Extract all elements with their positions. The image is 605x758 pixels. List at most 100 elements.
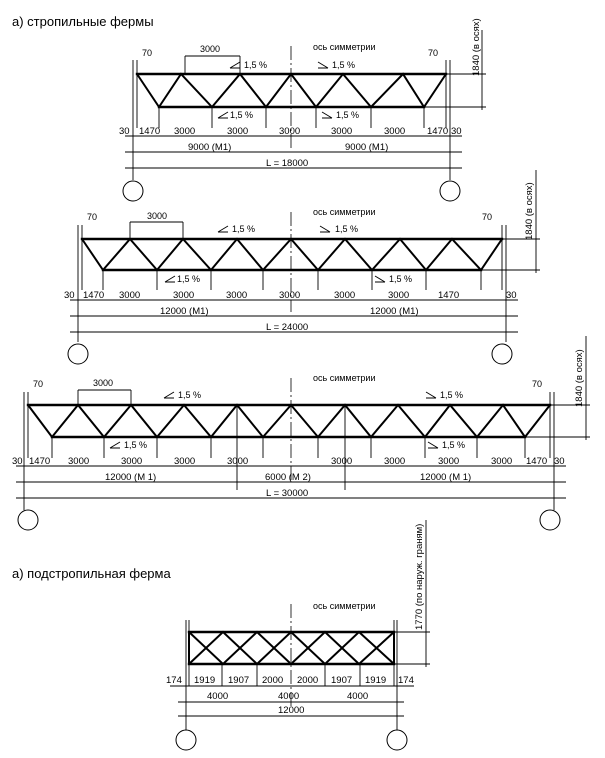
slope-top-right: 1,5 % — [440, 390, 463, 400]
panel-dim: 3000 — [384, 126, 405, 137]
panel-dim: 3000 — [174, 456, 195, 467]
panel-top-label: 3000 — [200, 44, 220, 54]
edge-right: 70 — [428, 48, 438, 58]
symmetry-axis-label: ось симметрии — [313, 42, 376, 52]
panel-top-label: 3000 — [93, 378, 113, 388]
sub-rafter-truss-title: а) подстропильная ферма — [12, 566, 171, 581]
half-dim-right: 12000 (М1) — [370, 306, 419, 317]
panel-dim: 3000 — [384, 456, 405, 467]
panel-dim: 1470 — [29, 456, 50, 467]
half-dim-left: 9000 (М1) — [188, 142, 231, 153]
symmetry-axis-label: ось симметрии — [313, 373, 376, 383]
slope-bottom-left: 1,5 % — [124, 440, 147, 450]
symmetry-axis-label: ось симметрии — [313, 601, 376, 611]
end-gap-right: 30 — [451, 126, 462, 137]
support-left — [122, 180, 144, 202]
half-dim-right: 9000 (М1) — [345, 142, 388, 153]
slope-bottom-left: 1,5 % — [177, 274, 200, 284]
slope-bottom-left: 1,5 % — [230, 110, 253, 120]
panel-dim: 2000 — [262, 675, 283, 686]
panel-dim: 174 — [166, 675, 182, 686]
panel-dim: 1907 — [228, 675, 249, 686]
panel-dim: 3000 — [279, 290, 300, 301]
end-gap-right: 30 — [554, 456, 565, 467]
third-dim-middle: 6000 (М 2) — [265, 472, 311, 483]
support-right — [539, 509, 561, 531]
panel-dim: 1470 — [139, 126, 160, 137]
panel-dim: 1919 — [194, 675, 215, 686]
support-right — [386, 729, 408, 751]
panel-dim: 174 — [398, 675, 414, 686]
slope-top-left: 1,5 % — [244, 60, 267, 70]
slope-top-right: 1,5 % — [332, 60, 355, 70]
height-label: 1840 (в осях) — [574, 349, 585, 407]
third-dim-right: 12000 (М 1) — [420, 472, 471, 483]
support-left — [67, 343, 89, 365]
support-right — [491, 343, 513, 365]
slope-bottom-right: 1,5 % — [389, 274, 412, 284]
span-dim: L = 18000 — [266, 158, 308, 169]
support-left — [17, 509, 39, 531]
panel-dim: 2000 — [297, 675, 318, 686]
slope-top-right: 1,5 % — [335, 224, 358, 234]
span-dim: L = 30000 — [266, 488, 308, 499]
panel-dim: 3000 — [174, 126, 195, 137]
end-gap-left: 30 — [12, 456, 23, 467]
slope-bottom-right: 1,5 % — [442, 440, 465, 450]
rafter-trusses-title: а) стропильные фермы — [12, 14, 154, 29]
slope-top-left: 1,5 % — [232, 224, 255, 234]
panel-dim: 3000 — [491, 456, 512, 467]
truss-sub-12m: 1770 (по наруж. граням) ось симметрии 17… — [166, 520, 430, 751]
web-members-cross — [188, 630, 395, 666]
panel-dim: 3000 — [331, 126, 352, 137]
half-dim-left: 12000 (М1) — [160, 306, 209, 317]
edge-right: 70 — [482, 212, 492, 222]
symmetry-axis-label: ось симметрии — [313, 207, 376, 217]
edge-left: 70 — [142, 48, 152, 58]
truss-18m: 1840 (в осях) 3000 70 70 ось симметрии 1… — [119, 18, 486, 202]
panel-dim: 3000 — [226, 290, 247, 301]
panel-dim: 1907 — [331, 675, 352, 686]
panel-dim: 1470 — [438, 290, 459, 301]
panel-dim: 3000 — [121, 456, 142, 467]
end-gap-left: 30 — [119, 126, 130, 137]
panel-dim: 3000 — [227, 456, 248, 467]
web-members — [136, 72, 447, 109]
web-members — [81, 237, 503, 272]
panel-dim: 3000 — [279, 126, 300, 137]
panel-dim: 3000 — [68, 456, 89, 467]
panel-dim: 1470 — [83, 290, 104, 301]
panel-dim: 3000 — [334, 290, 355, 301]
group-dim: 4000 — [278, 691, 299, 702]
height-label: 1840 (в осях) — [524, 182, 535, 240]
panel-dim: 3000 — [173, 290, 194, 301]
web-members — [27, 403, 551, 439]
span-dim: 12000 — [278, 705, 304, 716]
slope-bottom-right: 1,5 % — [336, 110, 359, 120]
panel-dim: 1919 — [365, 675, 386, 686]
panel-dim: 1470 — [427, 126, 448, 137]
end-gap-left: 30 — [64, 290, 75, 301]
end-gap-right: 30 — [506, 290, 517, 301]
truss-24m: 1840 (в осях) 3000 70 70 ось симметрии 1… — [64, 170, 540, 365]
edge-left: 70 — [87, 212, 97, 222]
height-label: 1840 (в осях) — [471, 18, 482, 76]
support-left — [175, 729, 197, 751]
panel-dim: 3000 — [331, 456, 352, 467]
panel-dim: 3000 — [438, 456, 459, 467]
group-dim: 4000 — [207, 691, 228, 702]
support-right — [439, 180, 461, 202]
height-label: 1770 (по наруж. граням) — [414, 524, 425, 630]
truss-30m: 1840 (в осях) 3000 70 70 ось симметрии 1… — [12, 336, 590, 531]
span-dim: L = 24000 — [266, 322, 308, 333]
panel-dim: 1470 — [526, 456, 547, 467]
panel-dim: 3000 — [227, 126, 248, 137]
third-dim-left: 12000 (М 1) — [105, 472, 156, 483]
panel-dim: 3000 — [388, 290, 409, 301]
slope-top-left: 1,5 % — [178, 390, 201, 400]
panel-dim: 3000 — [119, 290, 140, 301]
edge-left: 70 — [33, 379, 43, 389]
panel-top-label: 3000 — [147, 211, 167, 221]
edge-right: 70 — [532, 379, 542, 389]
